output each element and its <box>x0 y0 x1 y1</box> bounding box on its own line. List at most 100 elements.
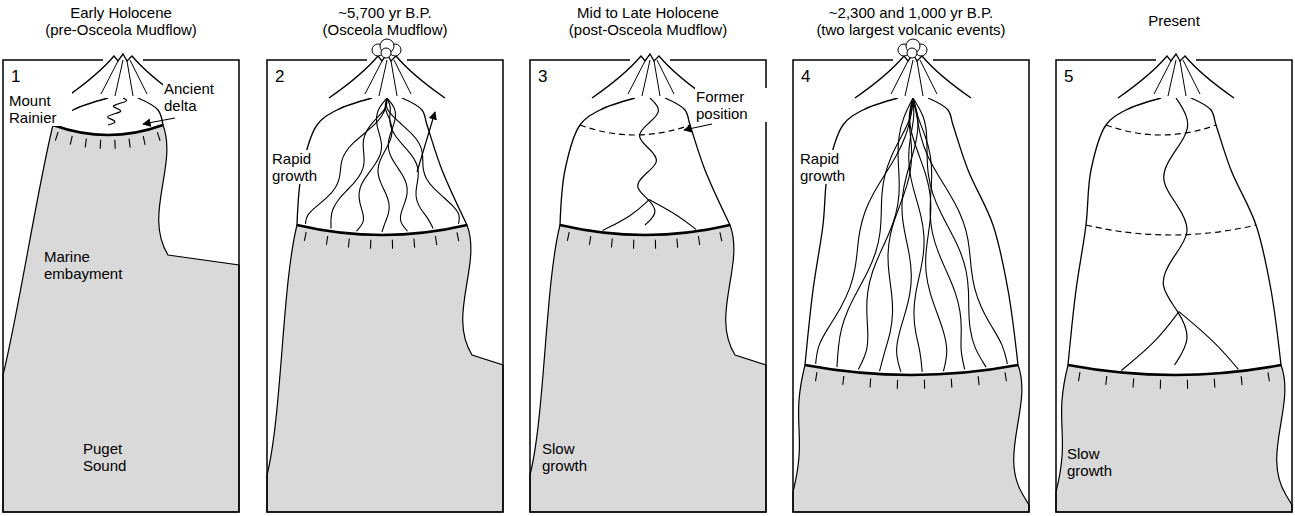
panel-heading: (Osceola Mudflow) <box>267 21 503 38</box>
delta-front <box>805 365 1018 375</box>
distributary <box>603 200 650 231</box>
panel-border <box>267 60 503 512</box>
volcano-ridge <box>130 60 147 94</box>
front-hachure <box>843 376 844 385</box>
panel-number: 3 <box>538 68 547 85</box>
volcano-ridge <box>905 60 913 96</box>
map-label: Slow growth <box>541 440 589 474</box>
front-hachure <box>611 239 613 248</box>
front-hachure <box>1268 372 1269 381</box>
marine-water <box>3 125 239 512</box>
panel-heading: Early Holocene <box>3 4 239 21</box>
front-hachure <box>1160 380 1161 389</box>
panel-drawing <box>793 39 1029 512</box>
volcano <box>329 54 445 98</box>
panel-border <box>1056 60 1292 512</box>
panel-heading: (post-Osceola Mudflow) <box>530 21 766 38</box>
panel-heading: ~2,300 and 1,000 yr B.P. <box>793 4 1029 21</box>
front-hachure <box>655 240 656 249</box>
panel-heading: ~5,700 yr B.P. <box>267 4 503 21</box>
front-hachure <box>676 239 678 248</box>
map-label: Former position <box>695 88 769 122</box>
braided-channel <box>357 98 388 231</box>
front-hachure <box>698 236 699 245</box>
delta-front <box>560 225 730 235</box>
former-delta-front <box>580 125 690 135</box>
panel-number: 4 <box>801 68 810 85</box>
front-hachure <box>589 236 590 245</box>
valley-wall <box>1191 98 1281 365</box>
front-hachure <box>1214 379 1216 388</box>
panel-frame: ~2,300 and 1,000 yr B.P.(two largest vol… <box>793 60 1029 512</box>
map-label: Mount Rainier <box>8 92 72 126</box>
front-hachure <box>85 139 86 148</box>
panel-number: 5 <box>1064 68 1073 85</box>
map-label: Rapid growth <box>799 150 851 184</box>
volcano-ridge <box>394 60 411 94</box>
front-hachure <box>413 239 415 248</box>
valley-wall <box>1068 98 1161 365</box>
flow-arrow <box>417 112 435 172</box>
map-label: Marine embayment <box>43 248 125 282</box>
panel-border <box>793 60 1029 512</box>
volcano-ridge <box>654 61 660 96</box>
front-hachure <box>1241 376 1242 385</box>
volcano <box>592 54 708 98</box>
braided-channel <box>913 98 1007 364</box>
river-channel <box>108 98 127 125</box>
front-hachure <box>978 376 979 385</box>
map-label: Rapid growth <box>271 150 323 184</box>
front-hachure <box>326 236 327 245</box>
braided-channel <box>910 98 947 371</box>
valley-wall <box>402 98 467 225</box>
panel-heading: Present <box>1056 12 1292 29</box>
front-hachure <box>1078 372 1079 381</box>
braided-channel <box>880 98 913 371</box>
marine-water <box>530 225 766 512</box>
front-hachure <box>1106 376 1107 385</box>
volcano-ridge <box>391 61 397 96</box>
volcano-ridge <box>1154 61 1171 94</box>
front-hachure <box>114 140 115 149</box>
front-hachure <box>897 380 898 389</box>
panel-heading: Mid to Late Holocene <box>530 4 766 21</box>
braided-channel <box>913 98 986 367</box>
front-hachure <box>143 136 145 145</box>
panel-number: 2 <box>275 68 284 85</box>
braided-channel <box>913 98 965 370</box>
distributary <box>649 200 696 230</box>
volcano-ridge <box>1180 61 1186 96</box>
volcano-ridge <box>891 61 908 94</box>
delta-front <box>53 125 163 135</box>
distributary <box>1179 312 1238 370</box>
map-label: Ancient delta <box>163 80 225 114</box>
delta-front <box>297 225 467 235</box>
front-hachure <box>100 140 102 149</box>
panel-heading: (two largest volcanic events) <box>793 21 1029 38</box>
marine-water <box>793 365 1029 512</box>
front-hachure <box>392 240 393 249</box>
former-delta-front <box>1086 225 1256 235</box>
panel-drawing <box>530 54 766 512</box>
volcano-ridge <box>1183 60 1200 94</box>
braided-channel <box>386 98 459 224</box>
front-hachure <box>924 380 925 389</box>
eruption-cloud <box>381 48 391 58</box>
panel-border <box>530 60 766 512</box>
panel-drawing <box>3 54 239 512</box>
front-hachure <box>55 132 58 141</box>
front-hachure <box>869 379 871 388</box>
volcano-ridge <box>115 60 123 96</box>
panel-number: 1 <box>11 68 20 85</box>
front-hachure <box>1005 372 1006 381</box>
volcano-ridge <box>657 60 674 94</box>
marine-water <box>267 225 503 512</box>
front-hachure <box>1132 379 1134 388</box>
panel-border <box>3 60 239 512</box>
front-hachure <box>720 232 722 241</box>
front-hachure <box>951 379 953 388</box>
panel-drawing <box>267 39 503 512</box>
volcano <box>855 54 971 98</box>
front-hachure <box>457 232 459 241</box>
